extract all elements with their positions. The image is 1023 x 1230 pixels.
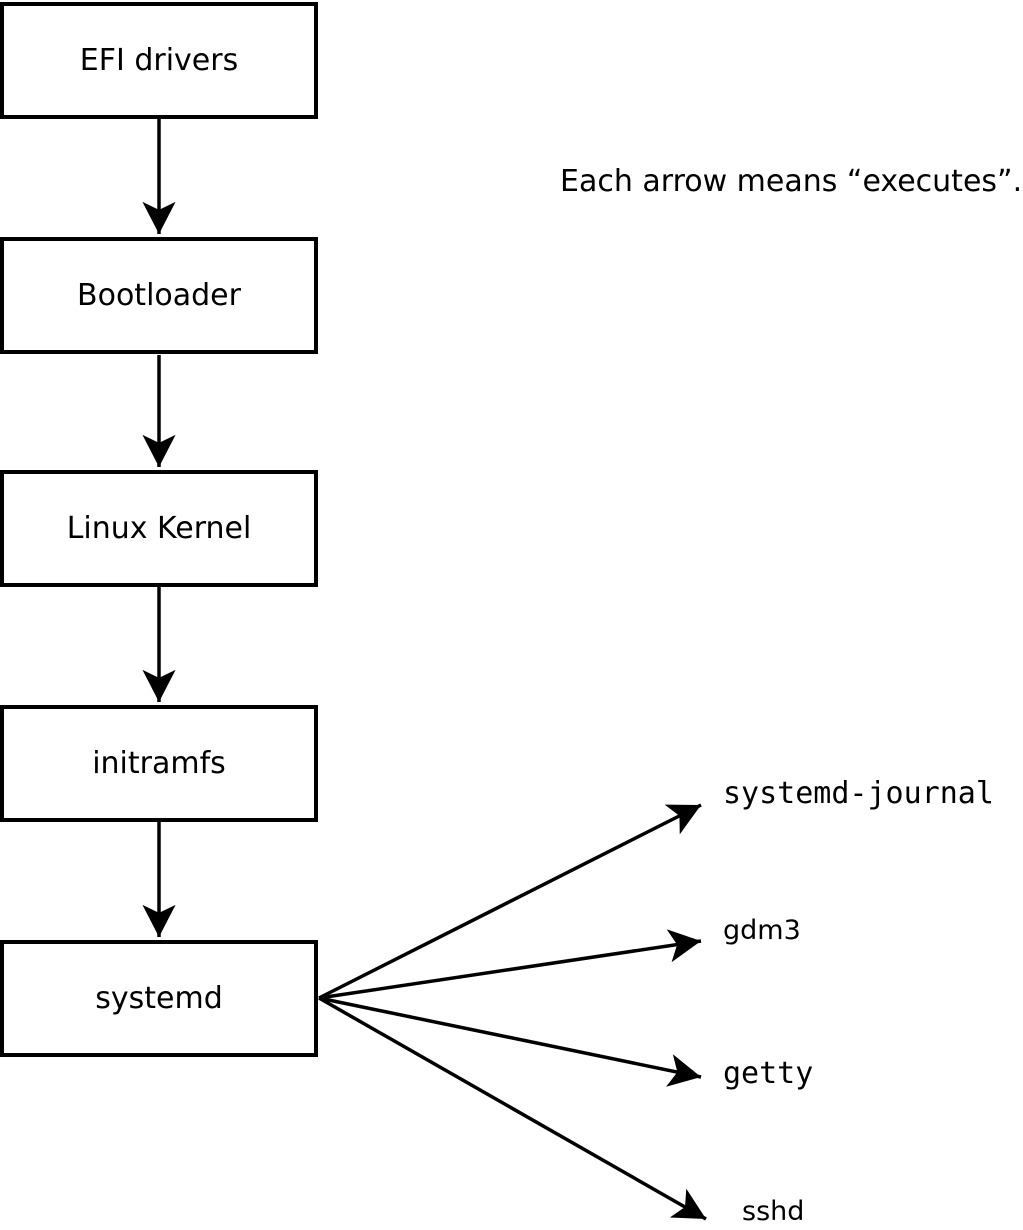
box-bootloader-label: Bootloader xyxy=(77,277,241,313)
box-efi-drivers-label: EFI drivers xyxy=(79,42,239,78)
box-efi-drivers: EFI drivers xyxy=(0,2,318,119)
box-linux-kernel-label: Linux Kernel xyxy=(66,510,252,546)
box-systemd-label: systemd xyxy=(95,980,223,1016)
arrow-systemd-to-gdm3 xyxy=(318,929,702,1000)
arrow-meaning-note: Each arrow means “executes”. xyxy=(560,164,1023,199)
arrow-systemd-to-getty xyxy=(318,996,702,1087)
box-bootloader: Bootloader xyxy=(0,237,318,354)
target-label-sshd: sshd xyxy=(742,1196,805,1227)
target-label-systemd-journal: systemd-journal xyxy=(723,776,994,811)
arrow-systemd-to-journal xyxy=(318,803,702,1000)
box-systemd: systemd xyxy=(0,940,318,1057)
target-label-getty: getty xyxy=(723,1056,814,1091)
box-linux-kernel: Linux Kernel xyxy=(0,470,318,587)
box-initramfs: initramfs xyxy=(0,705,318,822)
box-initramfs-label: initramfs xyxy=(92,745,226,781)
target-label-gdm3: gdm3 xyxy=(723,915,801,946)
arrow-systemd-to-sshd xyxy=(318,996,707,1221)
